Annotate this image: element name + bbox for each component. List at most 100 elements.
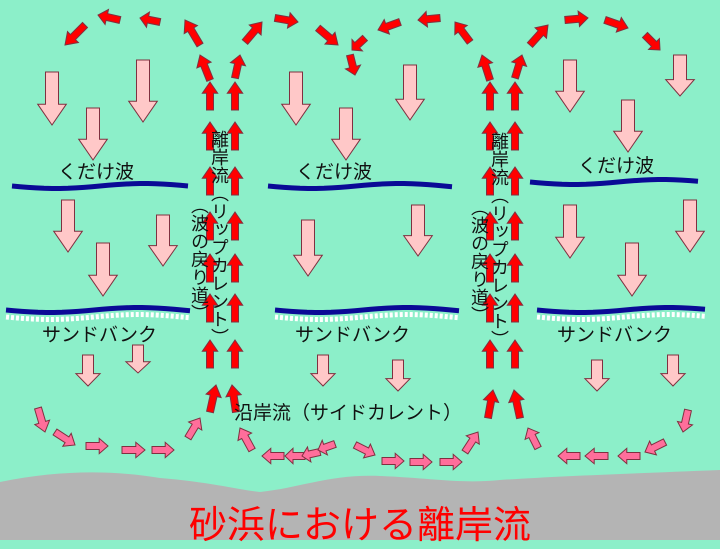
- sandbank-line-foam: [536, 312, 706, 322]
- incoming-wave-arrow-icon: [87, 242, 119, 297]
- rip-loop-arrow-icon: [196, 54, 214, 82]
- rip-current-arrow-icon: [201, 81, 219, 111]
- sandbank-line-foam: [274, 312, 460, 322]
- incoming-wave-arrow-icon: [384, 359, 412, 392]
- rip-current-arrow-icon: [506, 121, 524, 151]
- rip-current-arrow-icon: [506, 211, 524, 241]
- longshore-arrow-icon: [617, 447, 641, 465]
- longshore-arrow-icon: [121, 441, 146, 459]
- longshore-arrow-icon: [409, 453, 433, 471]
- rip-current-arrow-icon: [481, 121, 499, 151]
- rip-current-arrow-icon: [481, 293, 499, 323]
- longshore-arrow-icon: [284, 447, 306, 465]
- incoming-wave-arrow-icon: [612, 99, 644, 153]
- incoming-wave-arrow-icon: [664, 54, 696, 97]
- breaking-wave-label-1: くだけ波: [58, 161, 135, 183]
- incoming-wave-arrow-icon: [554, 204, 586, 259]
- longshore-arrow-icon: [584, 447, 609, 465]
- rip-current-arrow-icon: [481, 339, 499, 369]
- longshore-arrow-icon: [85, 437, 109, 455]
- sandbank-line: [536, 305, 706, 315]
- sandbank-line: [274, 305, 460, 315]
- rip-current-arrow-icon: [226, 121, 244, 151]
- rip-loop-arrow-icon: [603, 16, 629, 33]
- longshore-arrow-icon: [151, 441, 175, 459]
- sandbank-label-3: サンドバンク: [557, 324, 672, 346]
- rip-current-arrow-icon: [225, 384, 243, 414]
- rip-loop-arrow-icon: [417, 10, 441, 28]
- rip-current-arrow-icon: [482, 389, 500, 420]
- rip-loop-arrow-icon: [64, 21, 89, 46]
- rip-loop-arrow-icon: [454, 21, 474, 45]
- rip-current-arrow-icon: [481, 211, 499, 241]
- incoming-wave-arrow-icon: [124, 344, 152, 374]
- beach: [0, 470, 720, 540]
- rip-current-arrow-icon: [226, 81, 244, 111]
- rip-loop-arrow-icon: [344, 53, 362, 76]
- incoming-wave-arrow-icon: [583, 359, 611, 392]
- sandbank-label-2: サンドバンク: [295, 324, 410, 346]
- rip-current-arrow-icon: [201, 293, 219, 323]
- rip-loop-arrow-icon: [564, 10, 589, 28]
- breaking-wave-label-2: くだけ波: [296, 161, 373, 183]
- wave-return-label-2: （波の戻り道）: [468, 198, 489, 324]
- incoming-wave-arrow-icon: [554, 59, 586, 113]
- longshore-current-label: 沿岸流（サイドカレント）: [234, 402, 463, 424]
- incoming-wave-arrow-icon: [147, 214, 179, 267]
- rip-loop-arrow-icon: [229, 54, 247, 80]
- rip-current-arrow-icon: [506, 81, 524, 111]
- rip-current-arrow-icon: [226, 166, 244, 196]
- rip-loop-arrow-icon: [351, 34, 369, 52]
- breaking-wave-line: [267, 181, 453, 191]
- rip-current-arrow-icon: [201, 253, 219, 283]
- rip-current-arrow-icon: [481, 166, 499, 196]
- incoming-wave-arrow-icon: [280, 71, 312, 126]
- rip-loop-arrow-icon: [526, 24, 549, 49]
- breaking-wave-line: [529, 177, 699, 187]
- rip-loop-arrow-icon: [641, 31, 661, 51]
- wave-return-label-1: （波の戻り道）: [188, 196, 209, 322]
- incoming-wave-arrow-icon: [330, 107, 362, 161]
- rip-current-arrow-icon: [201, 121, 219, 151]
- longshore-arrow-icon: [381, 452, 405, 470]
- rip-loop-arrow-icon: [510, 54, 528, 80]
- diagram-title: 砂浜における離岸流: [188, 503, 531, 547]
- incoming-wave-arrow-icon: [127, 59, 159, 123]
- breaking-wave-label-3: くだけ波: [578, 155, 655, 177]
- longshore-arrow-icon: [184, 417, 203, 441]
- rip-current-arrow-icon: [506, 166, 524, 196]
- incoming-wave-arrow-icon: [674, 199, 706, 253]
- incoming-wave-arrow-icon: [36, 71, 68, 126]
- rip-loop-arrow-icon: [97, 8, 122, 26]
- sandbank-line: [5, 305, 191, 315]
- longshore-arrow-icon: [557, 447, 581, 465]
- incoming-wave-arrow-icon: [74, 354, 102, 387]
- rip-loop-arrow-icon: [377, 18, 402, 35]
- longshore-arrow-icon: [644, 438, 668, 456]
- incoming-wave-arrow-icon: [402, 204, 434, 257]
- rip-loop-arrow-icon: [139, 10, 162, 29]
- rip-current-arrow-icon: [507, 389, 525, 420]
- longshore-arrow-icon: [524, 427, 542, 451]
- longshore-arrow-icon: [352, 441, 376, 459]
- rip-current-arrow-icon: [481, 253, 499, 283]
- incoming-wave-arrow-icon: [292, 219, 324, 277]
- longshore-arrow-icon: [237, 427, 256, 453]
- rip-current-arrow-icon: [205, 384, 222, 414]
- rip-current-arrow-icon: [201, 211, 219, 241]
- rip-loop-arrow-icon: [241, 21, 263, 46]
- longshore-arrow-icon: [301, 445, 322, 463]
- incoming-wave-arrow-icon: [52, 199, 84, 253]
- incoming-wave-arrow-icon: [309, 354, 337, 387]
- breaking-wave-line: [11, 181, 189, 191]
- rip-current-arrow-icon: [506, 293, 524, 323]
- longshore-arrow-icon: [33, 406, 51, 433]
- incoming-wave-arrow-icon: [659, 354, 687, 387]
- rip-loop-arrow-icon: [183, 19, 204, 48]
- rip-current-arrow-icon: [506, 339, 524, 369]
- incoming-wave-arrow-icon: [77, 107, 109, 161]
- rip-current-arrow-icon: [226, 211, 244, 241]
- rip-current-arrow-icon: [481, 81, 499, 111]
- sandbank-label-1: サンドバンク: [42, 324, 157, 346]
- longshore-arrow-icon: [261, 447, 285, 465]
